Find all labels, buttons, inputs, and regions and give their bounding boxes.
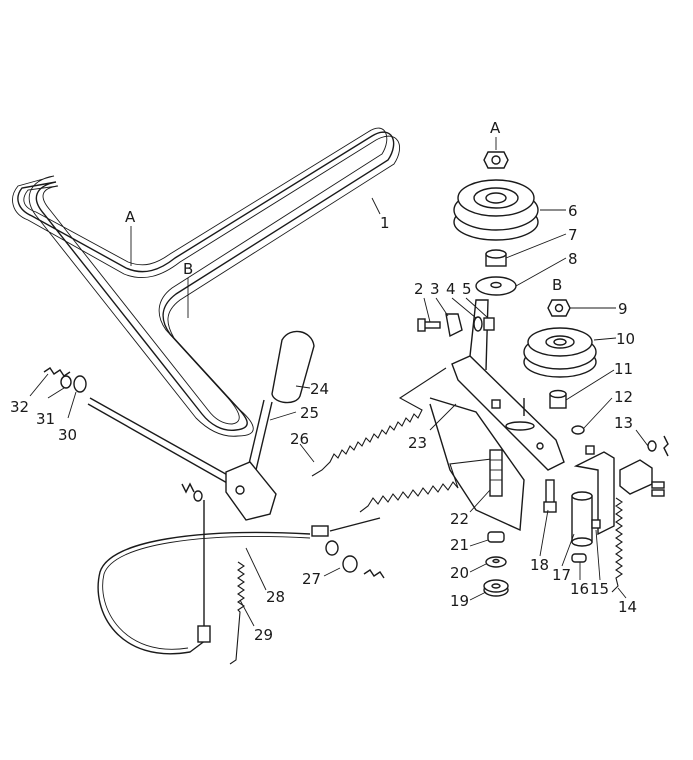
callout-15: 15 — [590, 580, 609, 598]
callout-19: 19 — [450, 592, 469, 610]
callout-28: 28 — [266, 588, 285, 606]
cable-end-fitting — [197, 500, 211, 643]
bolt-18 — [543, 479, 557, 513]
spring-14 — [611, 497, 623, 593]
washer-8 — [475, 276, 517, 296]
idler-pulley-10 — [523, 327, 597, 378]
idler-pulley-6 — [453, 179, 539, 241]
actuating-rod — [429, 397, 525, 532]
washer-31 — [60, 375, 72, 389]
bolt-2 — [417, 318, 441, 332]
callout-18: 18 — [530, 556, 549, 574]
pin-top-left — [181, 482, 203, 502]
callout-27: 27 — [302, 570, 321, 588]
callout-26: 26 — [290, 430, 309, 448]
nut-9 — [547, 299, 571, 317]
stud-22 — [489, 449, 503, 497]
callout-10: 10 — [616, 330, 635, 348]
belt-label-b: B — [183, 260, 193, 278]
spacer-11 — [549, 389, 567, 409]
callout-29: 29 — [254, 626, 273, 644]
callout-9: 9 — [618, 300, 628, 318]
callout-8: 8 — [568, 250, 578, 268]
callout-24: 24 — [310, 380, 329, 398]
nut-top — [483, 151, 509, 169]
callout-22: 22 — [450, 510, 469, 528]
spring-29 — [229, 561, 245, 665]
callout-20: 20 — [450, 564, 469, 582]
belt — [12, 127, 401, 437]
callout-25: 25 — [300, 404, 319, 422]
belt-label-a: A — [125, 208, 136, 226]
callout-4: 4 — [446, 280, 456, 298]
callout-16: 16 — [570, 580, 589, 598]
spacer-7 — [485, 249, 507, 267]
callout-5: 5 — [462, 280, 472, 298]
callout-6: 6 — [568, 202, 578, 220]
shaft-rod — [87, 397, 241, 489]
bushing-3 — [445, 313, 463, 338]
pulley-label-a: A — [490, 119, 501, 137]
callout-17: 17 — [552, 566, 571, 584]
callout-14: 14 — [618, 598, 637, 616]
handle-grip-24 — [271, 330, 315, 404]
washer-20 — [485, 556, 507, 568]
callout-11: 11 — [614, 360, 633, 378]
callout-32: 32 — [10, 398, 29, 416]
pin-32 — [43, 367, 71, 377]
small-parts-15 — [585, 445, 601, 529]
callout-7: 7 — [568, 226, 578, 244]
bushing-21 — [487, 531, 505, 543]
ring-12 — [571, 425, 585, 435]
block-13 — [619, 435, 669, 497]
pulley-label-b: B — [552, 276, 562, 294]
callout-3: 3 — [430, 280, 440, 298]
lever-bracket — [225, 461, 277, 521]
clip-16 — [571, 553, 587, 563]
callout-30: 30 — [58, 426, 77, 444]
callout-labels: 1 2 3 4 5 6 7 8 9 10 11 12 13 14 15 16 1… — [10, 202, 637, 644]
callout-21: 21 — [450, 536, 469, 554]
clip-30 — [73, 375, 87, 393]
callout-1: 1 — [380, 214, 390, 232]
washer-4-5 — [473, 316, 495, 332]
spring-26 — [311, 367, 447, 477]
callout-13: 13 — [614, 414, 633, 432]
leader-lines — [29, 197, 649, 627]
pivot-bracket — [571, 451, 615, 547]
nut-19 — [483, 579, 509, 597]
rod-25 — [247, 399, 273, 471]
spring-large — [359, 457, 501, 513]
callout-2: 2 — [414, 280, 424, 298]
callout-12: 12 — [614, 388, 633, 406]
idler-arm-bracket-23 — [451, 299, 565, 471]
callout-23: 23 — [408, 434, 427, 452]
washer-27 — [325, 540, 385, 579]
callout-31: 31 — [36, 410, 55, 428]
control-cable — [97, 517, 381, 655]
